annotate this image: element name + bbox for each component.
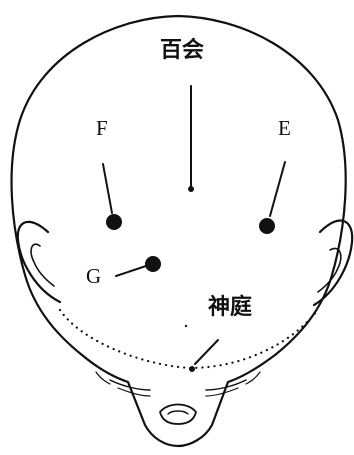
e-label: E — [278, 118, 291, 139]
baihui-point — [188, 186, 194, 192]
g-label: G — [86, 266, 101, 287]
e-leader — [270, 162, 285, 216]
nose-tip — [160, 405, 196, 425]
shenting-leader — [195, 340, 218, 364]
point-e — [259, 218, 275, 234]
f-label: F — [96, 118, 108, 139]
right-ear — [314, 221, 352, 305]
point-g — [145, 256, 161, 272]
left-ear — [18, 222, 60, 302]
shenting-point — [189, 366, 195, 372]
hairline-dotted — [60, 310, 316, 368]
nose-shade — [168, 411, 188, 414]
head-outline — [12, 16, 346, 446]
baihui-label: 百会 — [160, 40, 204, 62]
small-dot — [185, 325, 187, 327]
f-leader — [103, 164, 112, 213]
g-leader — [116, 266, 146, 276]
point-f — [106, 214, 122, 230]
shenting-label: 神庭 — [208, 297, 252, 319]
